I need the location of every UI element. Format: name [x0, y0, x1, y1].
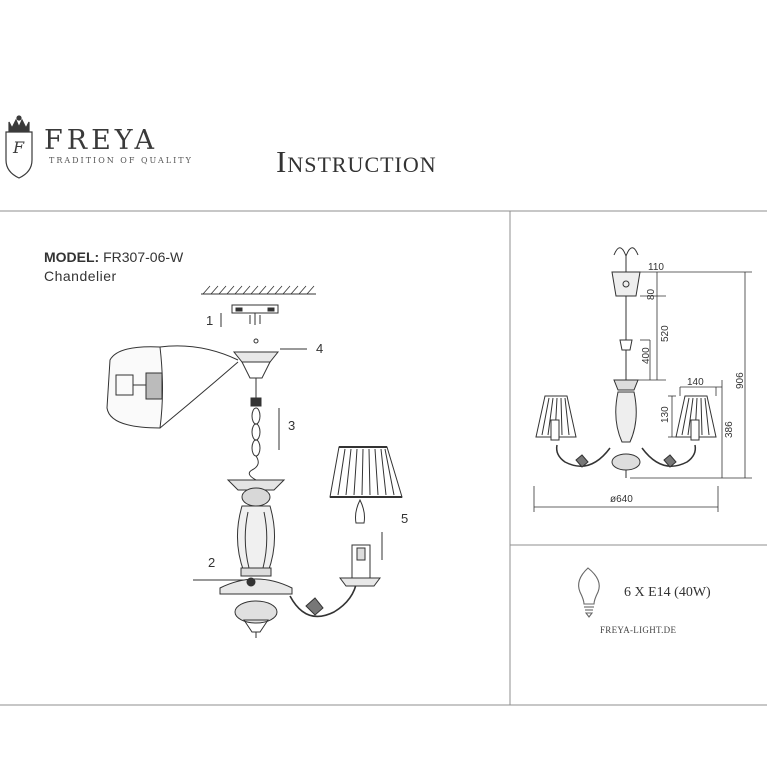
dim-body [611, 379, 641, 478]
model-number: FR307-06-W [103, 249, 184, 265]
brand-monogram: F [13, 138, 25, 157]
product-type: Chandelier [44, 268, 117, 284]
dim-body-height: 386 [724, 421, 735, 438]
lampshade [329, 446, 403, 498]
dim-shade-width: 140 [687, 377, 704, 388]
dim-canopy-width: 110 [648, 262, 664, 273]
brand-crest-icon [5, 115, 33, 179]
step-4-label: 4 [316, 341, 324, 356]
chain [248, 397, 262, 481]
bulb-icon [578, 567, 600, 618]
dim-shade-height: 130 [660, 406, 671, 423]
body-top [226, 479, 286, 507]
dim-rod-length: 400 [641, 347, 652, 364]
dimension-drawing [533, 247, 752, 512]
website-link[interactable]: FREYA-LIGHT.DE [600, 625, 677, 635]
step-2-label: 2 [208, 555, 216, 570]
dim-canopy-height: 80 [646, 288, 657, 300]
dim-shade-right [675, 395, 717, 441]
assembly-drawing [106, 285, 403, 638]
detail-callout [106, 345, 239, 429]
model-line: MODEL: FR307-06-W [44, 249, 183, 265]
arm [289, 577, 381, 618]
canopy [232, 338, 307, 398]
brand-name: FREYA [44, 125, 158, 156]
dim-canopy [611, 247, 641, 380]
dim-shade-left [535, 395, 577, 441]
arm-plate [193, 577, 293, 595]
lamp-spec: 6 X E14 (40W) [624, 585, 711, 600]
model-label: MODEL: [44, 249, 100, 265]
mounting-bracket [231, 304, 279, 325]
step-1-label: 1 [206, 313, 214, 328]
brand-tagline: TRADITION OF QUALITY [49, 156, 193, 165]
dim-total-height: 906 [735, 372, 746, 389]
dim-lines [533, 271, 752, 512]
panel-frame [0, 210, 767, 706]
ceiling [201, 285, 316, 295]
step-3-label: 3 [288, 418, 296, 433]
step-5-label: 5 [401, 511, 409, 526]
dim-chain-length: 520 [660, 325, 671, 342]
bottom-finial [234, 600, 278, 638]
candle-socket [351, 498, 383, 579]
dim-diameter: ø640 [610, 494, 633, 505]
dim-arms [555, 444, 697, 468]
page-title: Instruction [276, 144, 437, 179]
body-vase [236, 505, 276, 577]
